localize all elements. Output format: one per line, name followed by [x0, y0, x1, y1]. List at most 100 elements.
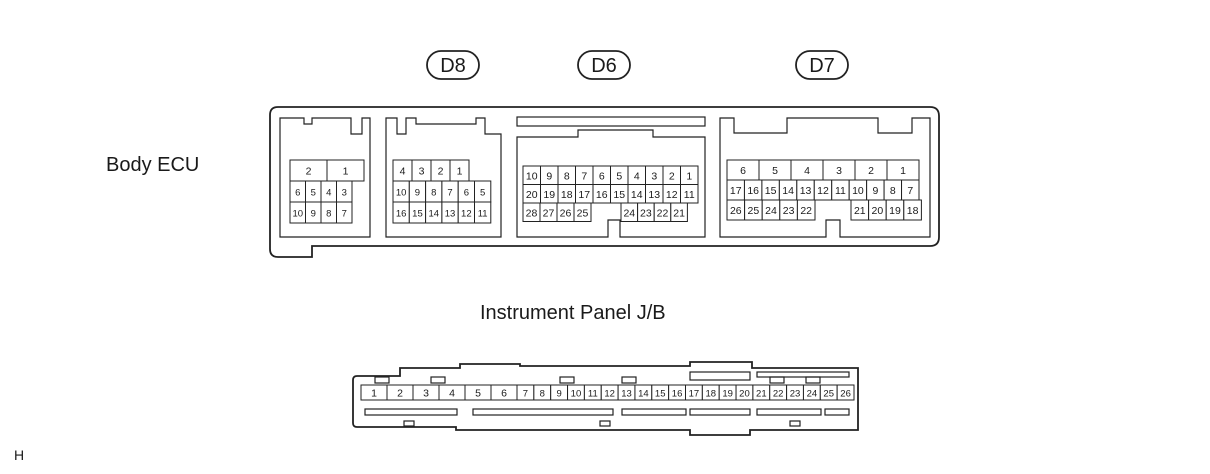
pin-number: 24 — [765, 205, 777, 217]
pin-cell: 15 — [761, 179, 780, 201]
pin-cell: 13 — [796, 179, 815, 201]
pin-cell: 5 — [610, 165, 629, 185]
pin-cell: 11 — [474, 201, 492, 224]
pin-number: 4 — [326, 188, 331, 199]
pin-number: 4 — [804, 165, 810, 177]
pin-cell: 5 — [758, 159, 792, 181]
pin-number: 4 — [400, 166, 406, 178]
pin-number: 10 — [571, 389, 582, 400]
connector-badge-d8: D8 — [426, 50, 480, 80]
pin-number: 2 — [306, 166, 312, 178]
pin-number: 23 — [790, 389, 801, 400]
pin-number: 5 — [772, 165, 778, 177]
pin-cell: 27 — [539, 202, 558, 222]
pin-number: 7 — [907, 185, 913, 197]
pin-cell: 23 — [786, 384, 804, 401]
connector-id-d6: D6 — [591, 55, 617, 77]
pin-cell: 12 — [813, 179, 833, 201]
pin-cell: 16 — [668, 384, 687, 401]
pin-cell: 3 — [412, 384, 440, 401]
pin-number: 3 — [651, 170, 657, 182]
pin-number: 26 — [730, 205, 742, 217]
pin-cell: 1 — [886, 159, 920, 181]
pin-number: 1 — [686, 170, 692, 182]
pin-cell: 16 — [392, 201, 410, 224]
pin-cell: 9 — [540, 165, 559, 185]
pin-number: 10 — [292, 209, 303, 220]
pin-cell: 7 — [336, 201, 353, 224]
pin-number: 3 — [836, 165, 842, 177]
pin-number: 25 — [823, 389, 834, 400]
pin-cell: 3 — [822, 159, 856, 181]
instrument-panel-jb-label: Instrument Panel J/B — [480, 302, 666, 324]
pin-cell: 10 — [392, 180, 410, 203]
pin-number: 3 — [423, 388, 429, 400]
connector-shell-d6 — [516, 129, 706, 238]
pin-cell: 28 — [522, 202, 541, 222]
pin-cell: 12 — [662, 184, 681, 204]
pin-number: 12 — [817, 185, 829, 197]
connector-shell-d8 — [385, 117, 502, 238]
corner-code: H — [14, 447, 24, 463]
pin-number: 12 — [666, 189, 678, 201]
pin-cell: 1 — [680, 165, 699, 185]
pin-number: 13 — [621, 389, 632, 400]
pin-number: 10 — [526, 170, 538, 182]
pin-cell: 8 — [883, 179, 903, 201]
pin-cell: 4 — [790, 159, 824, 181]
pin-number: 11 — [588, 389, 598, 400]
pin-cell: 15 — [610, 184, 629, 204]
pin-number: 13 — [648, 189, 660, 201]
pin-number: 18 — [907, 205, 919, 217]
pin-number: 12 — [604, 389, 615, 400]
pin-cell: 4 — [438, 384, 466, 401]
pin-number: 3 — [419, 166, 425, 178]
pin-number: 7 — [447, 188, 452, 199]
pin-cell: 8 — [557, 165, 576, 185]
pin-number: 2 — [438, 166, 444, 178]
pin-number: 24 — [623, 207, 635, 219]
pin-number: 21 — [756, 389, 767, 400]
pin-number: 18 — [705, 389, 716, 400]
pin-cell: 17 — [726, 179, 745, 201]
pin-number: 8 — [540, 389, 545, 400]
pin-cell: 21 — [670, 202, 688, 222]
pin-cell: 9 — [408, 180, 427, 203]
pin-number: 8 — [564, 170, 570, 182]
pin-cell: 16 — [592, 184, 611, 204]
pin-number: 5 — [616, 170, 622, 182]
pin-cell: 2 — [854, 159, 888, 181]
pin-cell: 4 — [627, 165, 646, 185]
pin-number: 4 — [634, 170, 640, 182]
pin-cell: 13 — [441, 201, 459, 224]
connector-rail-d6 — [516, 116, 706, 127]
pin-number: 14 — [782, 185, 794, 197]
pin-cell: 14 — [627, 184, 646, 204]
pin-number: 19 — [722, 389, 733, 400]
pin-number: 7 — [581, 170, 587, 182]
pin-cell: 11 — [583, 384, 602, 401]
pin-cell: 11 — [831, 179, 850, 201]
pin-cell: 20 — [522, 184, 541, 204]
pin-number: 1 — [343, 166, 349, 178]
pin-number: 19 — [543, 189, 555, 201]
pin-number: 2 — [669, 170, 675, 182]
pin-cell: 16 — [743, 179, 763, 201]
pin-cell: 19 — [718, 384, 737, 401]
pin-cell: 14 — [634, 384, 653, 401]
pin-cell: 2 — [386, 384, 414, 401]
pin-number: 18 — [561, 189, 573, 201]
pin-cell: 21 — [850, 199, 870, 221]
pin-number: 15 — [655, 389, 666, 400]
pin-cell: 9 — [550, 384, 569, 401]
pin-number: 22 — [773, 389, 784, 400]
pin-cell: 20 — [868, 199, 887, 221]
pin-cell: 22 — [653, 202, 672, 222]
pin-number: 26 — [560, 207, 572, 219]
pin-number: 16 — [672, 389, 683, 400]
pin-number: 3 — [342, 188, 347, 199]
pin-number: 9 — [872, 185, 878, 197]
pin-number: 25 — [748, 205, 760, 217]
